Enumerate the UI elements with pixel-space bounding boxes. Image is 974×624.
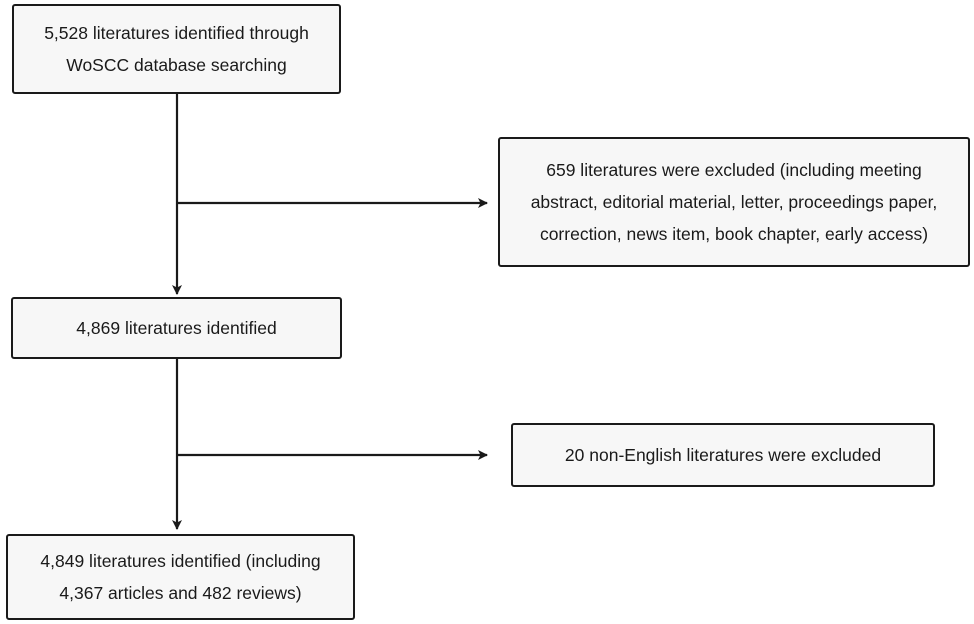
node-text-line: 20 non-English literatures were excluded	[564, 445, 882, 465]
node-text-line: 659 literatures were excluded (including…	[546, 160, 922, 180]
node-text-line: abstract, editorial material, letter, pr…	[530, 192, 938, 212]
node-identified-after-type-filter: 4,869 literatures identified	[11, 297, 342, 359]
node-excluded-language: 20 non-English literatures were excluded	[511, 423, 935, 487]
node-text-line: 4,869 literatures identified	[76, 318, 277, 338]
node-identified-final: 4,849 literatures identified (including …	[6, 534, 355, 620]
node-text-line: 4,849 literatures identified (including	[40, 551, 321, 571]
node-identified-initial: 5,528 literatures identified through WoS…	[12, 4, 341, 94]
node-text-line: correction, news item, book chapter, ear…	[539, 224, 929, 244]
node-text-line: 5,528 literatures identified through	[44, 23, 309, 43]
node-text-line: WoSCC database searching	[66, 55, 287, 75]
node-text-line: 4,367 articles and 482 reviews)	[59, 583, 302, 603]
node-excluded-doc-types: 659 literatures were excluded (including…	[498, 137, 970, 267]
